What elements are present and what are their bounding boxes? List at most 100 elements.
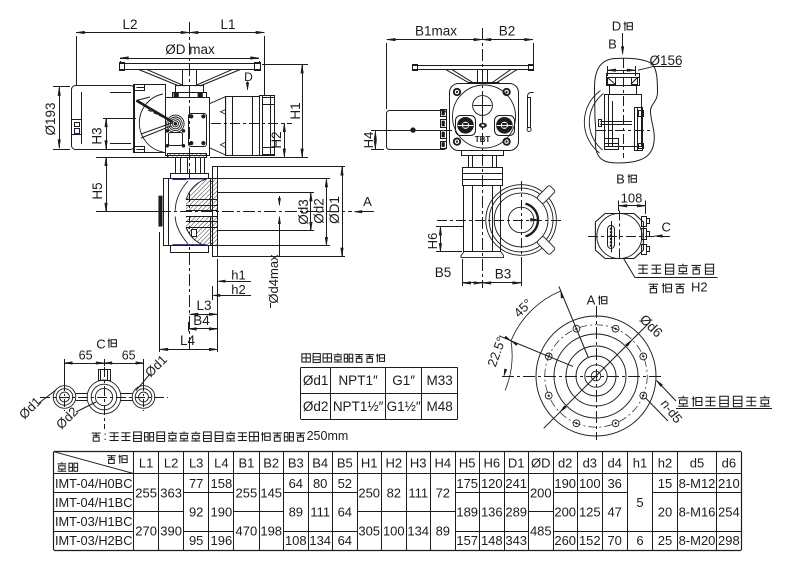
svg-text:B: B (616, 172, 625, 187)
svg-text:470: 470 (236, 524, 258, 539)
svg-text:64: 64 (289, 476, 303, 491)
svg-text:108: 108 (621, 191, 643, 206)
svg-text:136: 136 (481, 505, 503, 520)
svg-text:H1: H1 (288, 102, 303, 119)
svg-text:H2: H2 (385, 456, 402, 471)
svg-text:100: 100 (579, 476, 601, 491)
svg-text:363: 363 (160, 485, 182, 500)
svg-text:111: 111 (408, 485, 428, 500)
svg-text:210: 210 (718, 476, 740, 491)
svg-text:89: 89 (436, 524, 450, 539)
svg-text:64: 64 (338, 505, 352, 520)
svg-text:241: 241 (505, 476, 527, 491)
svg-text:158: 158 (211, 476, 233, 491)
svg-text:152: 152 (579, 533, 601, 548)
svg-text:H3: H3 (410, 456, 427, 471)
svg-text:M33: M33 (426, 373, 452, 388)
svg-text:M48: M48 (426, 399, 452, 414)
svg-text:L2: L2 (164, 456, 178, 471)
svg-text:H5: H5 (90, 182, 105, 199)
svg-text:134: 134 (407, 524, 429, 539)
svg-text:B: B (608, 37, 617, 52)
svg-text:485: 485 (530, 524, 552, 539)
svg-text:L4: L4 (214, 456, 228, 471)
svg-text:B3: B3 (495, 267, 512, 282)
svg-text:d5: d5 (690, 456, 704, 471)
svg-text:8-M16: 8-M16 (679, 505, 716, 520)
svg-text:H4: H4 (361, 132, 376, 149)
svg-text:G1″: G1″ (392, 373, 415, 388)
svg-text:NPT1½″: NPT1½″ (333, 399, 384, 414)
svg-text:H6: H6 (483, 456, 500, 471)
svg-text:d6: d6 (722, 456, 736, 471)
svg-text:Ød4max: Ød4max (266, 254, 281, 304)
svg-text:IMT-04/H1BC: IMT-04/H1BC (55, 495, 133, 510)
svg-text:5: 5 (636, 495, 643, 510)
svg-text:C: C (96, 337, 105, 352)
svg-text:134: 134 (309, 533, 331, 548)
svg-text:47: 47 (607, 505, 621, 520)
svg-text:Ød2: Ød2 (303, 399, 329, 414)
svg-text:d2: d2 (558, 456, 572, 471)
svg-text:L1: L1 (139, 456, 153, 471)
svg-text:190: 190 (211, 505, 233, 520)
svg-text:305: 305 (358, 524, 380, 539)
svg-text:196: 196 (211, 533, 233, 548)
svg-text:92: 92 (189, 505, 203, 520)
svg-text:Ød1: Ød1 (303, 373, 329, 388)
svg-text:125: 125 (579, 505, 601, 520)
svg-text::: : (104, 429, 107, 443)
svg-text:8-M12: 8-M12 (679, 476, 716, 491)
svg-text:D: D (612, 19, 621, 34)
svg-text:H2: H2 (691, 280, 708, 295)
svg-text:C: C (662, 220, 671, 235)
svg-text:L4: L4 (180, 333, 196, 348)
svg-text:270: 270 (135, 524, 157, 539)
svg-text:72: 72 (436, 485, 450, 500)
svg-text:h1: h1 (231, 268, 245, 283)
svg-text:89: 89 (289, 505, 303, 520)
svg-text:250: 250 (358, 485, 380, 500)
svg-text:111: 111 (310, 505, 330, 520)
svg-text:157: 157 (456, 533, 478, 548)
svg-text:NPT1″: NPT1″ (338, 373, 378, 388)
svg-text:A: A (363, 194, 372, 209)
svg-text:ØD: ØD (531, 456, 551, 471)
svg-text:IMT-03/H1BC: IMT-03/H1BC (55, 514, 133, 529)
svg-text:ØD max: ØD max (165, 42, 215, 57)
svg-text:Ød2: Ød2 (312, 198, 327, 224)
svg-text:20: 20 (658, 505, 672, 520)
svg-text:L1: L1 (220, 17, 235, 32)
svg-text:G1½″: G1½″ (387, 399, 421, 414)
svg-text:8-M20: 8-M20 (679, 533, 716, 548)
svg-text:108: 108 (285, 533, 307, 548)
svg-text:255: 255 (236, 485, 258, 500)
svg-text:B1: B1 (238, 456, 254, 471)
svg-text:189: 189 (456, 505, 478, 520)
svg-text:15: 15 (658, 476, 672, 491)
svg-text:L3: L3 (189, 456, 203, 471)
svg-text:80: 80 (313, 476, 327, 491)
svg-text:A: A (587, 293, 596, 308)
svg-text:L3: L3 (196, 298, 211, 313)
svg-text:B3: B3 (288, 456, 304, 471)
svg-text:65: 65 (79, 349, 93, 363)
svg-text:h1: h1 (633, 456, 647, 471)
svg-text:77: 77 (189, 476, 203, 491)
svg-text:D: D (244, 70, 253, 84)
svg-text:190: 190 (554, 476, 576, 491)
svg-text:IMT-03/H2BC: IMT-03/H2BC (55, 533, 133, 548)
svg-text:B2: B2 (499, 24, 516, 39)
svg-text:298: 298 (718, 533, 740, 548)
svg-text:B4: B4 (193, 313, 210, 328)
svg-text:145: 145 (260, 485, 282, 500)
svg-text:6: 6 (636, 533, 643, 548)
svg-text:198: 198 (260, 524, 282, 539)
svg-text:H6: H6 (425, 233, 440, 250)
svg-text:200: 200 (554, 505, 576, 520)
svg-text:L2: L2 (122, 17, 137, 32)
svg-text:TBT: TBT (475, 135, 491, 144)
svg-text:200: 200 (530, 485, 552, 500)
svg-text:65: 65 (122, 349, 136, 363)
svg-text:148: 148 (481, 533, 503, 548)
